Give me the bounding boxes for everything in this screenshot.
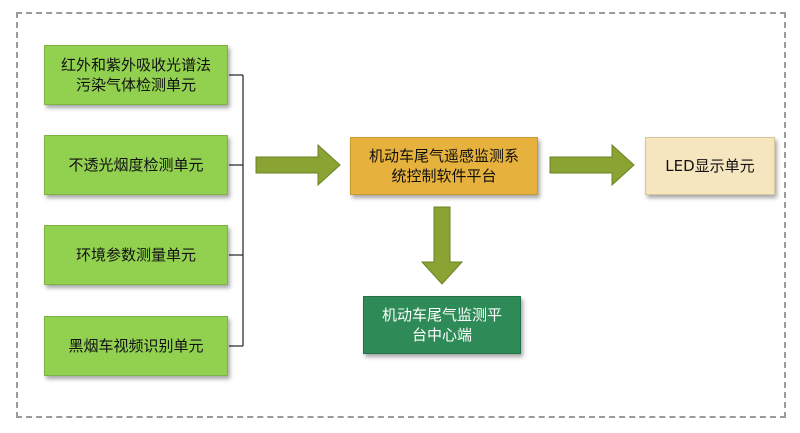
arrow-down [420,206,464,285]
box-label-line1: 机动车尾气监测平 [381,306,502,324]
box-label: LED显示单元 [665,157,755,175]
box-label-line2: 污染气体检测单元 [75,76,196,94]
led-display-unit: LED显示单元 [645,137,775,195]
center-control-platform: 机动车尾气遥感监测系 统控制软件平台 [350,137,538,195]
dashed-frame [16,12,786,418]
box-label-line2: 统控制软件平台 [391,167,497,185]
box-label: 黑烟车视频识别单元 [68,337,204,355]
arrow-right-2 [549,143,635,187]
input-box-video-recognition: 黑烟车视频识别单元 [44,316,228,376]
box-label: 不透光烟度检测单元 [68,156,204,174]
input-box-opacity-detection: 不透光烟度检测单元 [44,135,228,195]
box-label: 环境参数测量单元 [75,246,196,264]
monitoring-center: 机动车尾气监测平 台中心端 [363,296,521,354]
box-label-line2: 台中心端 [411,326,472,344]
input-box-gas-detection: 红外和紫外吸收光谱法 污染气体检测单元 [44,45,228,105]
box-label-line1: 红外和紫外吸收光谱法 [60,56,211,74]
box-label-line1: 机动车尾气遥感监测系 [368,147,519,165]
arrow-right-1 [255,143,341,187]
input-box-environment-measure: 环境参数测量单元 [44,225,228,285]
input-bracket [229,74,244,347]
